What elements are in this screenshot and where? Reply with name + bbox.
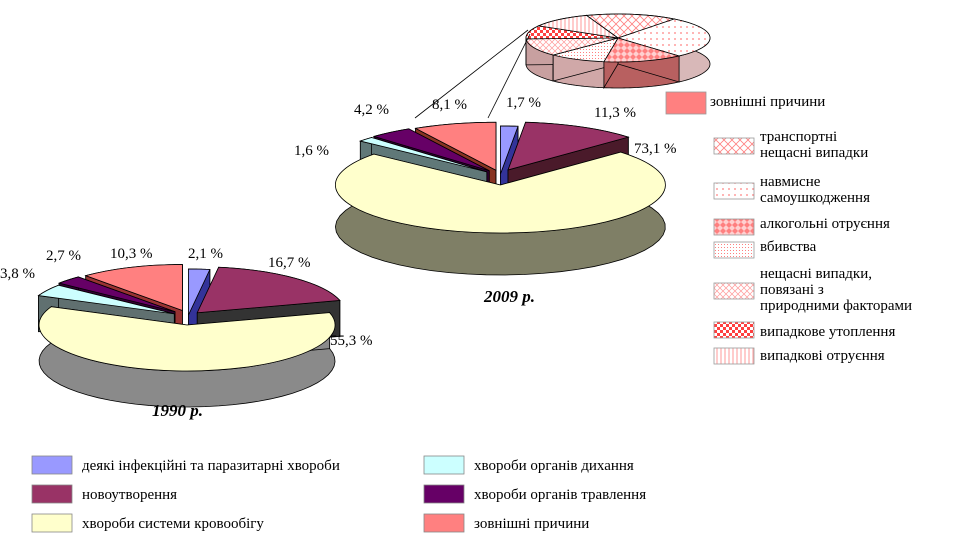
pie-slice [84,264,183,312]
sublegend-label: навмисне [760,174,821,190]
legend-label: хвороби органів дихання [474,458,634,474]
pie-1990-label: 3,8 % [0,266,35,282]
pie-slice [37,284,175,315]
pie-2009 [334,121,666,276]
pie-slice [507,121,630,171]
pie-external-causes [525,13,711,90]
sublegend-swatch [713,321,755,339]
sublegend-label: нещасні випадки [760,145,868,161]
breakout-connector [414,29,531,119]
sublegend-swatch [713,347,755,365]
sublegend-label: вбивства [760,239,817,255]
sublegend-swatch [713,137,755,155]
pie-slice [616,18,711,57]
pie-slice [537,15,619,39]
sublegend-label: алкогольні отруєння [760,216,890,232]
legend-swatch [31,513,73,533]
data-labels: 2,1 % 16,7 % 55,3 % 3,8 % 2,7 % 10,3 % 1,7 % 11… [0,95,677,349]
legend-label: зовнішні причини [474,516,589,532]
legend-label: новоутворення [82,487,177,503]
legend-swatch [423,513,465,533]
sublegend-swatch [713,241,755,259]
sublegend-label: випадкове утоплення [760,324,895,340]
pie-slice [603,37,681,63]
pie-2009-label: 73,1 % [634,141,677,157]
sublegend-swatch [665,91,707,115]
pie-slice [335,151,666,234]
pie-slice [38,306,336,372]
sublegend-swatch [713,182,755,200]
pie-slice [372,128,490,172]
pie-1990-label: 16,7 % [268,255,311,271]
pie-1990-label: 55,3 % [330,333,373,349]
sublegend-label: випадкові отруєння [760,348,885,364]
sublegend-swatch [713,282,755,300]
pie-1990-label: 10,3 % [110,246,153,262]
pie-slice [414,121,497,171]
sublegend-swatch [713,218,755,236]
pie-2009-label: 1,7 % [506,95,541,111]
pie-1990-label: 2,1 % [188,246,223,262]
pie-1990 [37,264,341,408]
pie-slice [196,266,341,314]
pie-2009-label: 8,1 % [432,97,467,113]
legend-swatch [423,484,465,504]
sublegend-label: самоушкодження [760,190,870,206]
sublegend-label: зовнішні причини [710,94,825,110]
legend-label: деякі інфекційні та паразитарні хвороби [82,458,340,474]
connector-line [487,33,531,119]
pie-2009-label: 11,3 % [594,105,636,121]
pie-slice [585,13,676,39]
pie-2009-label: 4,2 % [354,102,389,118]
pie-slice [358,137,487,173]
legend-swatch [31,484,73,504]
legend-label: хвороби системи кровообігу [82,516,264,532]
sublegend-label: нещасні випадки, [760,266,872,282]
sublegend-label: транспортні [760,129,837,145]
main-legend: деякі інфекційні та паразитарні хвороби х… [31,455,646,533]
title-2009: 2009 р. [483,287,535,306]
sublegend-label: повязані з [760,282,824,298]
sublegend-label: природними факторами [760,298,912,314]
pie-2009-label: 1,6 % [294,143,329,159]
pie-slice [188,268,211,316]
legend-swatch [423,455,465,475]
pie-slice [500,125,519,175]
connector-line [414,29,529,119]
pie-1990-label: 2,7 % [46,248,81,264]
legend-swatch [31,455,73,475]
pie-slice [57,276,176,313]
title-1990: 1990 р. [152,401,203,420]
legend-label: хвороби органів травлення [474,487,646,503]
